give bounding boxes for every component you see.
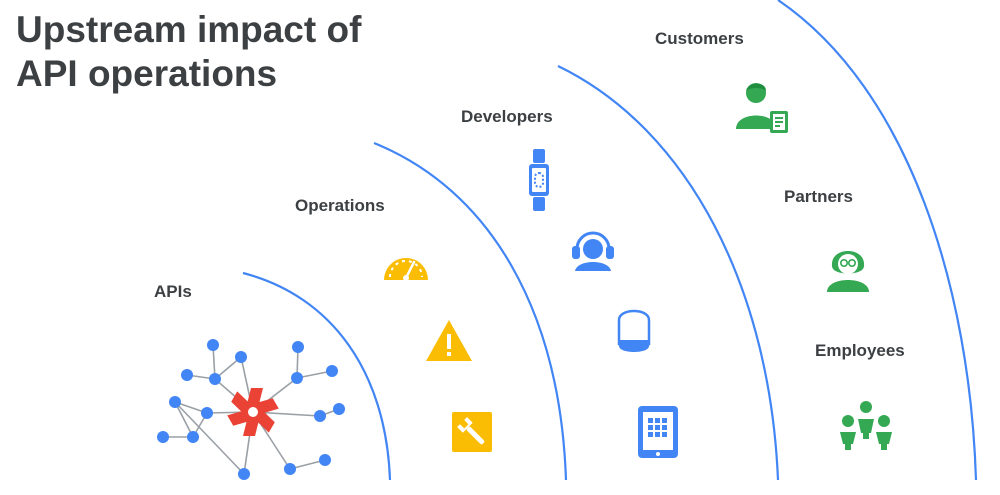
network-node — [169, 396, 181, 408]
page-title: Upstream impact of API operations — [16, 8, 361, 96]
network-node — [314, 410, 326, 422]
apis-label: APIs — [154, 282, 192, 301]
tablet-icon — [638, 406, 678, 458]
title-line-2: API operations — [16, 53, 278, 94]
employees-label: Employees — [815, 341, 905, 360]
network-node — [238, 468, 250, 480]
partners-label: Partners — [784, 187, 853, 206]
headset-support-icon — [572, 231, 614, 271]
operations-arc — [373, 141, 568, 481]
network-node — [181, 369, 193, 381]
developers-label: Developers — [461, 107, 553, 126]
title-line-1: Upstream impact of — [16, 9, 362, 50]
network-edge — [174, 401, 194, 438]
customers-label: Customers — [655, 29, 744, 48]
network-node — [209, 373, 221, 385]
smart-speaker-icon — [617, 309, 651, 352]
wrench-icon — [452, 412, 492, 452]
network-edge — [174, 401, 245, 475]
customers-arc — [777, 0, 978, 481]
warning-icon — [426, 320, 472, 361]
network-node — [292, 341, 304, 353]
network-node — [291, 372, 303, 384]
api-hub-icon — [227, 388, 279, 436]
customer-with-device-icon — [736, 83, 788, 133]
speedometer-icon — [384, 258, 428, 281]
developers-arc — [557, 65, 780, 481]
network-node — [201, 407, 213, 419]
smartwatch-icon — [529, 149, 549, 211]
partner-person-icon — [827, 251, 869, 292]
network-node — [319, 454, 331, 466]
employee-group-icon — [840, 401, 892, 450]
network-node — [157, 431, 169, 443]
operations-label: Operations — [295, 196, 385, 215]
network-node — [333, 403, 345, 415]
network-edge — [289, 459, 326, 470]
layer-arcs — [242, 0, 978, 481]
network-node — [284, 463, 296, 475]
network-node — [207, 339, 219, 351]
network-node — [326, 365, 338, 377]
network-node — [235, 351, 247, 363]
network-node — [187, 431, 199, 443]
apis-arc — [242, 271, 392, 481]
